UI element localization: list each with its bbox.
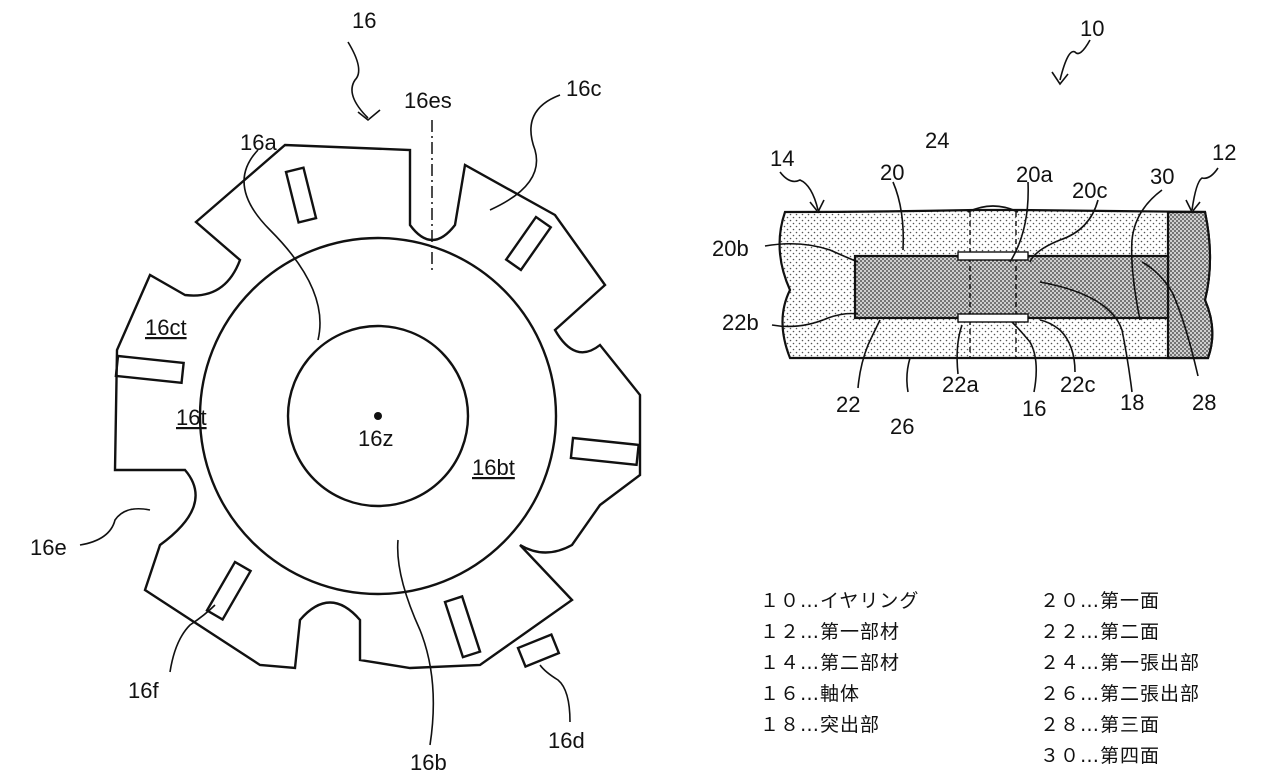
arrow-14-head	[809, 199, 825, 214]
shaft-outer-circle	[198, 236, 558, 596]
label-10: 10	[1080, 16, 1104, 41]
leader-16b	[396, 539, 435, 746]
legend: １０…イヤリング １２…第一部材 １４…第二部材 １６…軸体 １８…突出部 ２０…	[760, 590, 1200, 767]
legend-left-item: １０…イヤリング	[760, 590, 919, 612]
label-24: 24	[925, 128, 949, 153]
legend-right-item: ３０…第四面	[1040, 745, 1160, 767]
label-12: 12	[1212, 140, 1236, 165]
label-28: 28	[1192, 390, 1216, 415]
label-20c: 20c	[1072, 178, 1107, 203]
label-30: 30	[1150, 164, 1174, 189]
label-16a: 16a	[240, 130, 277, 155]
slot	[284, 166, 318, 224]
leader-22	[857, 319, 881, 389]
outer-flange-sector	[113, 143, 642, 670]
slot	[504, 215, 553, 272]
label-16f: 16f	[128, 678, 159, 703]
label-20: 20	[880, 160, 904, 185]
earring-section-figure: 10 14 12 24 20 20a 20c 30 20b 22b 22 22a…	[712, 16, 1236, 439]
label-16-right: 16	[1022, 396, 1046, 421]
leader-16a	[243, 149, 321, 341]
leader-16-right	[1011, 321, 1038, 393]
label-16d: 16d	[548, 728, 585, 753]
leader-22a	[956, 324, 963, 375]
label-22a: 22a	[942, 372, 979, 397]
legend-right-item: ２０…第一面	[1040, 590, 1160, 612]
leader-20a	[1009, 181, 1029, 263]
slot	[443, 594, 482, 659]
leader-22b	[771, 312, 859, 328]
shaft-section-figure: 16 16es 16c 16a 16ct 16t 16z 16bt 16e 16…	[30, 8, 642, 775]
legend-left-item: １４…第二部材	[760, 652, 900, 674]
label-16ct: 16ct	[145, 315, 187, 340]
arrow-12	[1191, 167, 1219, 211]
leader-28	[1141, 261, 1199, 377]
label-16e: 16e	[30, 535, 67, 560]
legend-right-item: ２８…第三面	[1040, 714, 1160, 736]
leader-18	[1039, 281, 1133, 393]
label-26: 26	[890, 414, 914, 439]
legend-left-item: １２…第一部材	[760, 621, 900, 643]
leader-16c	[489, 94, 561, 211]
leader-20	[892, 181, 905, 251]
label-22: 22	[836, 392, 860, 417]
arrow-14	[779, 171, 819, 211]
label-18: 18	[1120, 390, 1144, 415]
top-cap	[967, 205, 1019, 213]
leader-20c	[1029, 199, 1099, 263]
leader-20b	[764, 242, 859, 263]
inner-core	[853, 254, 1170, 320]
label-22b: 22b	[722, 310, 759, 335]
label-16b: 16b	[410, 750, 447, 775]
legend-right-item: ２４…第一張出部	[1040, 652, 1200, 674]
legend-left-item: １８…突出部	[760, 714, 880, 736]
label-16bt: 16bt	[472, 455, 515, 480]
label-16t: 16t	[176, 405, 207, 430]
arrow-16-head	[357, 109, 381, 122]
label-16c: 16c	[566, 76, 601, 101]
label-22c: 22c	[1060, 372, 1095, 397]
slot	[205, 560, 253, 622]
center-point	[374, 412, 382, 420]
arrow-10-head	[1051, 71, 1069, 86]
label-20a: 20a	[1016, 162, 1053, 187]
label-20b: 20b	[712, 236, 749, 261]
gap-bottom	[957, 313, 1029, 323]
member-12-region	[1166, 210, 1214, 360]
shaft-inner-circle	[286, 324, 470, 508]
arrow-10	[1059, 39, 1091, 81]
gap-top	[957, 251, 1029, 261]
leader-30	[1130, 189, 1163, 321]
label-16es: 16es	[404, 88, 452, 113]
protrusion-16d	[516, 632, 561, 669]
legend-right-item: ２６…第二張出部	[1040, 683, 1200, 705]
label-16z: 16z	[358, 426, 393, 451]
label-16: 16	[352, 8, 376, 33]
leader-16f	[169, 604, 216, 673]
leader-26	[906, 357, 911, 393]
leader-22c	[1039, 319, 1076, 373]
leader-16e	[79, 507, 151, 546]
leader-16d	[539, 664, 571, 723]
legend-right-item: ２２…第二面	[1040, 621, 1160, 643]
slot	[114, 354, 185, 385]
label-14: 14	[770, 146, 794, 171]
arrow-16	[347, 41, 369, 119]
legend-left-item: １６…軸体	[760, 683, 860, 705]
arrow-12-head	[1185, 199, 1201, 214]
slot	[569, 436, 640, 467]
